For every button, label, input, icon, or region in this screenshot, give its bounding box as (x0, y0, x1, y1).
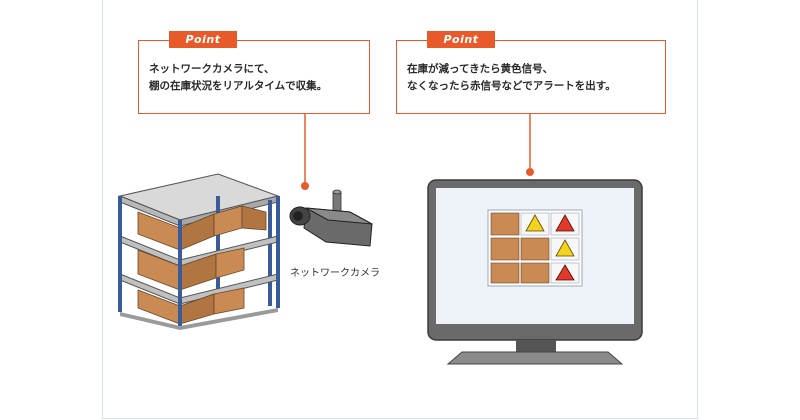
warning-icon (525, 214, 545, 232)
warning-icon (555, 239, 575, 257)
callout-camera-point: Point ネットワークカメラにて、 棚の在庫状況をリアルタイムで収集。 (138, 31, 370, 114)
stock-box (490, 237, 520, 261)
stock-box (490, 262, 520, 284)
shelf-level-3 (137, 287, 245, 325)
connector-right (526, 114, 534, 176)
camera-label: ネットワークカメラ (290, 268, 380, 279)
callout-text: 在庫が減ってきたら黄色信号、 なくなったら赤信号などでアラートを出す。 (407, 63, 616, 92)
network-camera-icon (289, 189, 373, 247)
inventory-status-grid (487, 209, 583, 287)
connector-left (301, 114, 309, 190)
stock-box (520, 262, 550, 284)
point-tag: Point (169, 31, 237, 48)
stock-box (520, 237, 550, 261)
storage-shelf (118, 173, 280, 330)
alert-icon (555, 214, 575, 232)
stock-box (490, 212, 520, 236)
callout-alert-point: Point 在庫が減ってきたら黄色信号、 なくなったら赤信号などでアラートを出す… (396, 31, 666, 114)
monitor-icon (427, 179, 643, 365)
callout-text: ネットワークカメラにて、 棚の在庫状況をリアルタイムで収集。 (149, 63, 328, 92)
alert-icon (555, 264, 575, 281)
shelf-level-1 (137, 205, 267, 251)
point-tag: Point (427, 31, 495, 48)
